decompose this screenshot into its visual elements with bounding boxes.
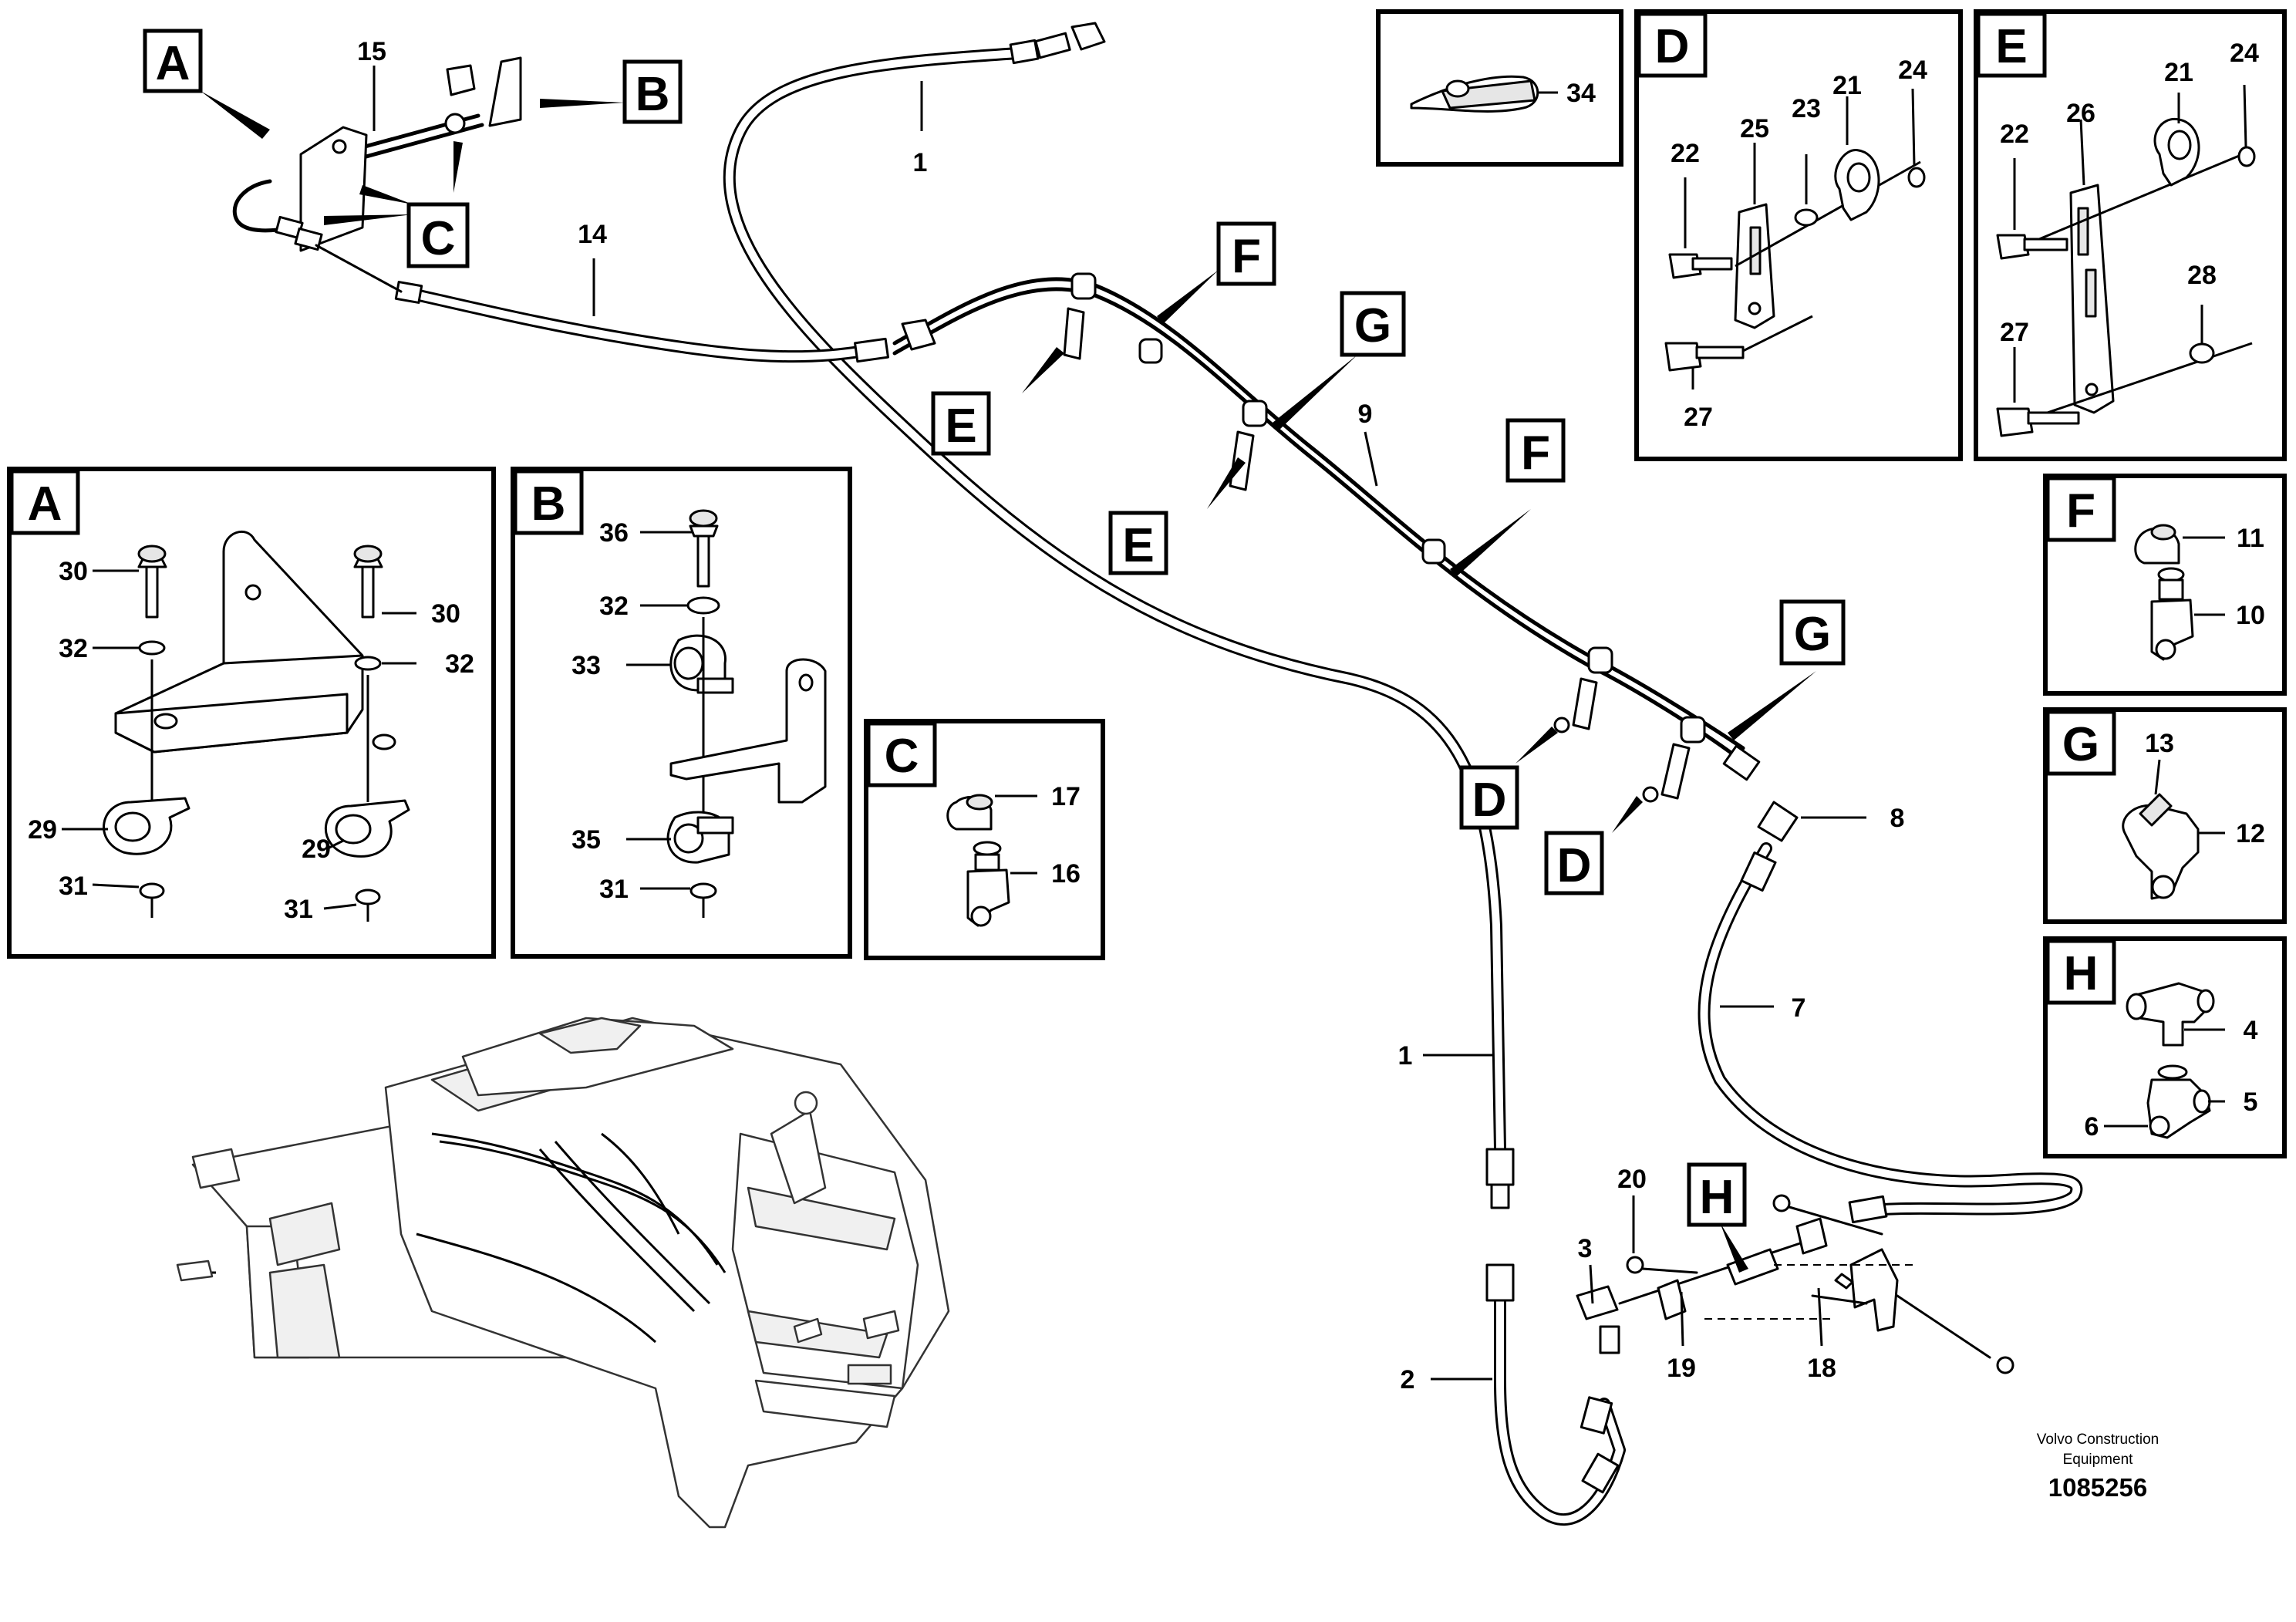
callout-letters: A B C F E G E F G D D H <box>143 29 1846 1227</box>
callout-g-2: G <box>1794 608 1831 661</box>
callout-d-1: D <box>1472 774 1507 827</box>
tube-clamps <box>1063 272 1706 803</box>
detail-b-label-35: 35 <box>571 825 601 855</box>
callout-e-1: E <box>945 400 976 453</box>
label-1-top: 1 <box>913 148 928 177</box>
label-19: 19 <box>1667 1354 1696 1383</box>
callout-g-1: G <box>1354 299 1391 352</box>
hose-7 <box>1698 842 2083 1217</box>
detail-a-label-29-left: 29 <box>28 815 57 845</box>
tube-9 <box>892 277 1745 750</box>
detail-a-label-32-right: 32 <box>445 649 474 679</box>
h-assembly <box>1576 1194 2014 1374</box>
main-part-numbers: 1 15 14 9 8 7 1 2 3 20 19 18 <box>357 37 1904 1394</box>
detail-d-label-21: 21 <box>1832 71 1862 100</box>
detail-f-title: F <box>2066 484 2095 538</box>
label-1-lower: 1 <box>1398 1041 1413 1071</box>
detail-h-label-6: 6 <box>2085 1112 2099 1141</box>
detail-e-label-28: 28 <box>2187 261 2217 290</box>
credit-line-1: Volvo Construction <box>2037 1431 2159 1448</box>
callout-e-2: E <box>1122 519 1154 572</box>
detail-f-label-10: 10 <box>2236 601 2265 630</box>
detail-f-label-11: 11 <box>2237 524 2264 553</box>
credit-line-2: Equipment <box>2063 1452 2134 1468</box>
detail-34-label: 34 <box>1566 79 1596 108</box>
detail-g-label-13: 13 <box>2145 729 2174 758</box>
detail-box-f: F 11 10 <box>2043 474 2287 696</box>
detail-d-label-24: 24 <box>1898 56 1927 85</box>
callout-h: H <box>1700 1171 1735 1224</box>
detail-a-title: A <box>28 477 62 531</box>
detail-g-title: G <box>2062 718 2099 771</box>
detail-d-label-23: 23 <box>1792 94 1821 123</box>
callout-d-2: D <box>1557 839 1592 892</box>
label-15: 15 <box>357 37 386 66</box>
detail-c-label-17: 17 <box>1051 782 1081 811</box>
label-3: 3 <box>1578 1234 1593 1263</box>
main-leaders <box>373 66 1866 1381</box>
detail-h-label-5: 5 <box>2244 1088 2258 1117</box>
detail-box-a: A 30 32 <box>7 467 496 959</box>
detail-e-label-21: 21 <box>2164 58 2193 87</box>
detail-d-title: D <box>1655 20 1690 73</box>
hose-assembly <box>394 22 2083 1526</box>
label-7: 7 <box>1792 993 1806 1023</box>
detail-d-label-25: 25 <box>1740 114 1769 143</box>
callout-f-2: F <box>1521 427 1550 480</box>
label-20: 20 <box>1617 1165 1647 1194</box>
drawing-credit: Volvo Construction Equipment 1085256 <box>2037 1431 2159 1502</box>
detail-d-label-22: 22 <box>1671 139 1700 168</box>
detail-b-label-36: 36 <box>599 518 629 548</box>
fitting-hose1-end <box>1485 1148 1515 1186</box>
machine-illustration <box>176 1017 950 1529</box>
detail-e-label-22: 22 <box>2000 120 2029 149</box>
label-9: 9 <box>1358 400 1373 429</box>
detail-e-title: E <box>1995 20 2027 73</box>
detail-b-label-32: 32 <box>599 592 629 621</box>
callout-arrows <box>201 91 1816 1273</box>
detail-box-d: D 22 25 23 21 24 27 <box>1634 9 1963 461</box>
detail-e-label-24: 24 <box>2230 39 2259 68</box>
elbow-8 <box>1757 801 1799 842</box>
detail-e-label-27: 27 <box>2000 318 2029 347</box>
callout-a: A <box>156 37 190 90</box>
detail-g-label-12: 12 <box>2236 819 2265 848</box>
pipe-15 <box>232 56 522 293</box>
label-8: 8 <box>1890 804 1905 833</box>
detail-box-b: B 36 32 33 35 31 <box>511 467 852 959</box>
detail-b-label-31: 31 <box>599 875 629 904</box>
callout-b: B <box>636 68 670 121</box>
label-2: 2 <box>1401 1365 1415 1394</box>
label-14: 14 <box>578 220 607 249</box>
detail-box-e: E 22 26 21 24 28 27 <box>1974 9 2287 461</box>
detail-a-label-31-left: 31 <box>59 872 88 901</box>
detail-c-title: C <box>885 730 919 783</box>
detail-a-label-29-right: 29 <box>302 835 331 864</box>
detail-b-label-33: 33 <box>571 651 601 680</box>
detail-a-label-30-left: 30 <box>59 557 88 586</box>
detail-c-label-16: 16 <box>1051 859 1081 889</box>
drawing-number: 1085256 <box>2048 1473 2147 1502</box>
detail-box-h: H 4 5 6 <box>2043 936 2287 1158</box>
callout-f-1: F <box>1232 230 1261 283</box>
detail-b-title: B <box>531 477 566 531</box>
detail-a-label-30-right: 30 <box>431 599 460 629</box>
detail-box-g: G 13 12 <box>2043 707 2287 924</box>
detail-e-label-26: 26 <box>2066 99 2095 128</box>
label-18: 18 <box>1807 1354 1836 1383</box>
detail-d-label-27: 27 <box>1684 403 1713 432</box>
callout-c: C <box>421 212 456 265</box>
detail-h-title: H <box>2064 947 2099 1000</box>
detail-a-label-31-right: 31 <box>284 895 313 924</box>
detail-a-label-32-left: 32 <box>59 634 88 663</box>
detail-box-34: 34 <box>1376 9 1623 167</box>
detail-h-label-4: 4 <box>2244 1016 2258 1045</box>
detail-box-c: C 17 16 <box>864 719 1105 960</box>
